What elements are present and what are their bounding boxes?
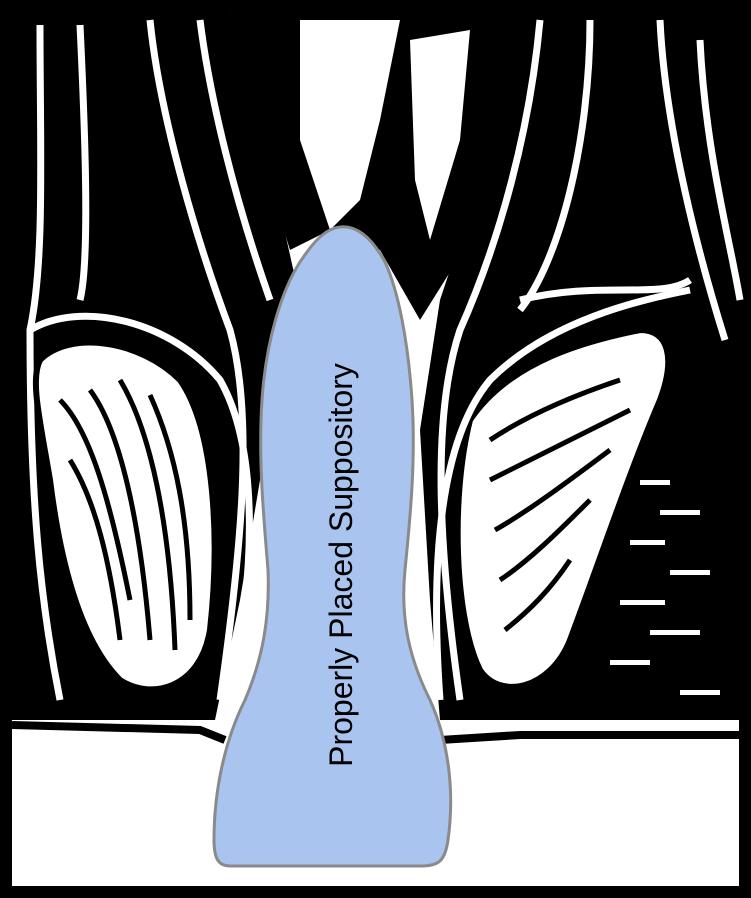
- suppository-label: Properly Placed Suppository: [323, 363, 359, 767]
